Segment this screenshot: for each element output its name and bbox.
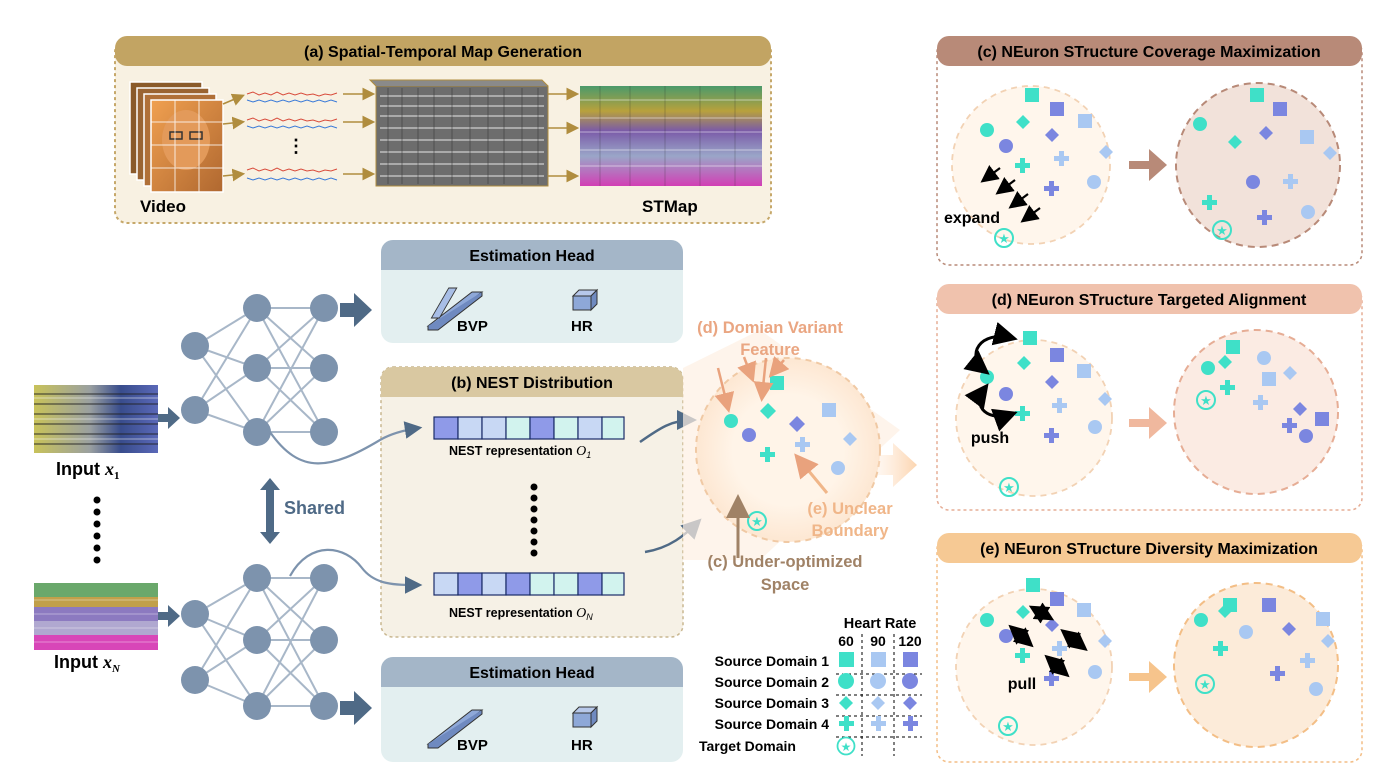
legend-row-4: Source Domain 4 bbox=[715, 716, 830, 732]
panel-b: (b) NEST Distribution NEST representatio… bbox=[380, 366, 684, 638]
panel-b-title: (b) NEST Distribution bbox=[451, 375, 613, 392]
svg-text:★: ★ bbox=[1200, 393, 1212, 408]
unclear-boundary-label-1: (e) Unclear bbox=[807, 500, 893, 518]
panel-d-header bbox=[937, 284, 1362, 314]
legend-row-3: Source Domain 3 bbox=[715, 695, 830, 711]
stmap-image bbox=[580, 86, 762, 186]
hr-icon bbox=[571, 288, 599, 312]
nest-rep-1-label: NEST representation O1 bbox=[449, 444, 591, 460]
input-n bbox=[34, 583, 158, 650]
domain-variant-label-1: (d) Domian Variant bbox=[697, 319, 843, 337]
panel-e-header bbox=[937, 533, 1362, 563]
shared-label: Shared bbox=[284, 498, 345, 518]
under-optimized-label-1: (c) Under-optimized bbox=[708, 553, 863, 571]
legend-row-5: Target Domain bbox=[699, 738, 796, 754]
bvp-label-bottom: BVP bbox=[457, 737, 488, 754]
panel-e-title: (e) NEuron STructure Diversity Maximizat… bbox=[980, 541, 1318, 558]
signal-traces bbox=[246, 91, 338, 181]
video-label: Video bbox=[140, 197, 186, 216]
legend-row-2: Source Domain 2 bbox=[715, 674, 830, 690]
input-n-label: Input xN bbox=[54, 652, 121, 675]
input-arrows bbox=[158, 407, 180, 627]
vertical-dots-b bbox=[530, 483, 538, 557]
legend-col-90: 90 bbox=[870, 633, 886, 649]
bvp-icon bbox=[426, 709, 484, 749]
legend-col-60: 60 bbox=[838, 633, 854, 649]
legend-row-1: Source Domain 1 bbox=[715, 653, 830, 669]
nest-rep-n-bar bbox=[433, 572, 625, 596]
head-top-title: Estimation Head bbox=[469, 248, 594, 265]
stmap-label: STMap bbox=[642, 197, 698, 216]
bvp-icon bbox=[426, 287, 484, 331]
center-markers: ★ bbox=[724, 376, 857, 531]
svg-text:★: ★ bbox=[841, 740, 852, 754]
hr-icon bbox=[571, 705, 599, 729]
legend-square-120 bbox=[903, 652, 918, 667]
panel-e-action: pull bbox=[1008, 676, 1036, 693]
panel-a: (a) Spatial-Temporal Map Generation Vide… bbox=[114, 36, 772, 224]
bvp-label-top: BVP bbox=[457, 318, 488, 335]
input-1-label: Input x1 bbox=[56, 459, 120, 482]
network-top bbox=[181, 293, 423, 465]
shared-arrow bbox=[260, 478, 280, 544]
unclear-boundary-label-2: Boundary bbox=[811, 522, 889, 540]
panel-d-title: (d) NEuron STructure Targeted Alignment bbox=[992, 292, 1307, 309]
svg-text:★: ★ bbox=[998, 231, 1010, 246]
svg-text:★: ★ bbox=[1216, 223, 1228, 238]
network-bottom bbox=[181, 548, 423, 725]
panel-a-title: (a) Spatial-Temporal Map Generation bbox=[304, 44, 582, 61]
panel-c-action: expand bbox=[944, 210, 1000, 227]
legend-col-120: 120 bbox=[898, 633, 922, 649]
center-distribution: ★ bbox=[683, 330, 917, 560]
panel-d-action: push bbox=[971, 430, 1009, 447]
nest-rep-1-bar bbox=[433, 416, 625, 440]
hr-label-top: HR bbox=[571, 318, 593, 335]
panel-c-header bbox=[937, 36, 1362, 66]
input-ellipsis-dots bbox=[93, 496, 101, 564]
estimation-head-top: Estimation Head BVP HR bbox=[381, 240, 683, 343]
legend-square-60 bbox=[839, 652, 854, 667]
legend: Heart Rate 60 90 120 Source Domain 1 Sou… bbox=[699, 616, 922, 756]
legend-title: Heart Rate bbox=[844, 616, 917, 632]
panel-d: (d) NEuron STructure Targeted Alignment … bbox=[936, 284, 1363, 511]
svg-text:★: ★ bbox=[1003, 480, 1015, 495]
svg-text:★: ★ bbox=[1002, 719, 1014, 734]
panel-c-title: (c) NEuron STructure Coverage Maximizati… bbox=[977, 44, 1320, 61]
signal-ellipsis: ⋮ bbox=[287, 136, 305, 156]
estimation-head-bottom: Estimation Head BVP HR bbox=[381, 657, 683, 762]
panel-e: (e) NEuron STructure Diversity Maximizat… bbox=[936, 533, 1363, 763]
legend-square-90 bbox=[871, 652, 886, 667]
panel-a-header bbox=[115, 36, 771, 66]
domain-variant-label-2: Feature bbox=[740, 341, 800, 359]
svg-text:★: ★ bbox=[1199, 677, 1211, 692]
face-to-signal-arrows bbox=[222, 87, 580, 183]
head-bottom-title: Estimation Head bbox=[469, 665, 594, 682]
panel-c: (c) NEuron STructure Coverage Maximizati… bbox=[936, 36, 1363, 266]
hr-label-bottom: HR bbox=[571, 737, 593, 754]
svg-text:★: ★ bbox=[751, 514, 763, 529]
nest-rep-n-label: NEST representation ON bbox=[449, 606, 593, 622]
temporal-stack bbox=[368, 79, 549, 187]
under-optimized-label-2: Space bbox=[761, 576, 810, 594]
video-frames bbox=[129, 81, 224, 193]
input-1 bbox=[34, 385, 158, 453]
